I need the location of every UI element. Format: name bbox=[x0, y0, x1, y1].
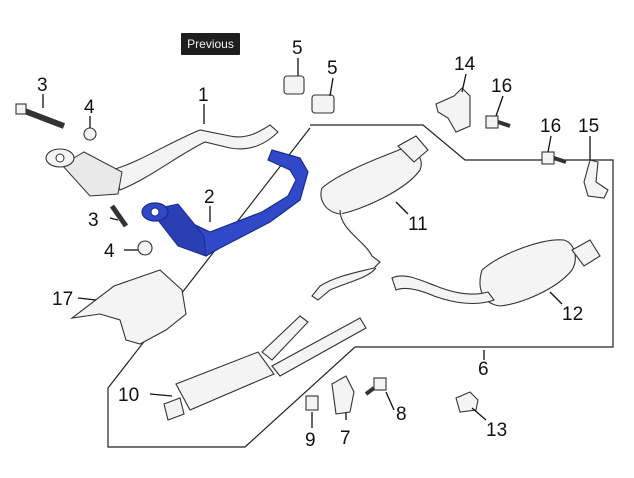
previous-button[interactable]: Previous bbox=[181, 33, 240, 55]
part-5-clamp-a[interactable] bbox=[283, 75, 305, 95]
callout-8: 8 bbox=[396, 404, 407, 425]
part-3-bolt-upper[interactable] bbox=[15, 103, 66, 129]
callout-13: 13 bbox=[486, 420, 507, 441]
callout-1: 1 bbox=[198, 85, 209, 106]
callout-2: 2 bbox=[204, 187, 215, 208]
callout-16-b: 16 bbox=[540, 116, 561, 137]
callout-16-a: 16 bbox=[491, 76, 512, 97]
part-1-front-pipe[interactable] bbox=[45, 124, 279, 197]
part-12-rear-muffler[interactable] bbox=[391, 239, 601, 307]
part-10-resonator[interactable] bbox=[163, 315, 367, 421]
callout-6: 6 bbox=[478, 359, 489, 380]
callout-12: 12 bbox=[562, 304, 583, 325]
callout-14: 14 bbox=[454, 54, 476, 75]
callout-4-upper: 4 bbox=[84, 97, 95, 118]
part-11-front-muffler[interactable] bbox=[311, 135, 429, 301]
part-14-bracket[interactable] bbox=[435, 87, 471, 133]
part-9-insulator[interactable] bbox=[305, 395, 319, 411]
part-13-isolator[interactable] bbox=[455, 391, 479, 413]
callout-5-b: 5 bbox=[327, 58, 338, 79]
part-7-hanger[interactable] bbox=[331, 375, 355, 415]
callout-3-lower: 3 bbox=[88, 210, 99, 231]
callout-15: 15 bbox=[578, 116, 599, 137]
callout-9: 9 bbox=[305, 430, 316, 451]
part-15-bracket[interactable] bbox=[583, 159, 609, 199]
part-2-catalytic-pipe[interactable] bbox=[141, 149, 309, 257]
callout-4-lower: 4 bbox=[104, 241, 115, 262]
part-3-bolt-lower[interactable] bbox=[109, 204, 129, 228]
callout-7: 7 bbox=[340, 428, 351, 449]
part-16-bolt-b[interactable] bbox=[541, 151, 567, 165]
callout-5-a: 5 bbox=[292, 38, 303, 59]
part-16-bolt-a[interactable] bbox=[485, 115, 511, 129]
part-8-bolt[interactable] bbox=[364, 377, 387, 396]
callout-10: 10 bbox=[118, 385, 139, 406]
callout-11: 11 bbox=[408, 214, 428, 235]
callout-3-upper: 3 bbox=[37, 75, 48, 96]
leader-lines bbox=[42, 58, 591, 428]
assembly-frame-6 bbox=[107, 124, 614, 448]
part-4-nut-lower[interactable] bbox=[137, 240, 153, 256]
part-5-clamp-b[interactable] bbox=[311, 94, 335, 114]
callout-17: 17 bbox=[52, 289, 73, 310]
part-4-nut-upper[interactable] bbox=[83, 127, 97, 141]
part-17-heat-shield[interactable] bbox=[69, 269, 187, 345]
